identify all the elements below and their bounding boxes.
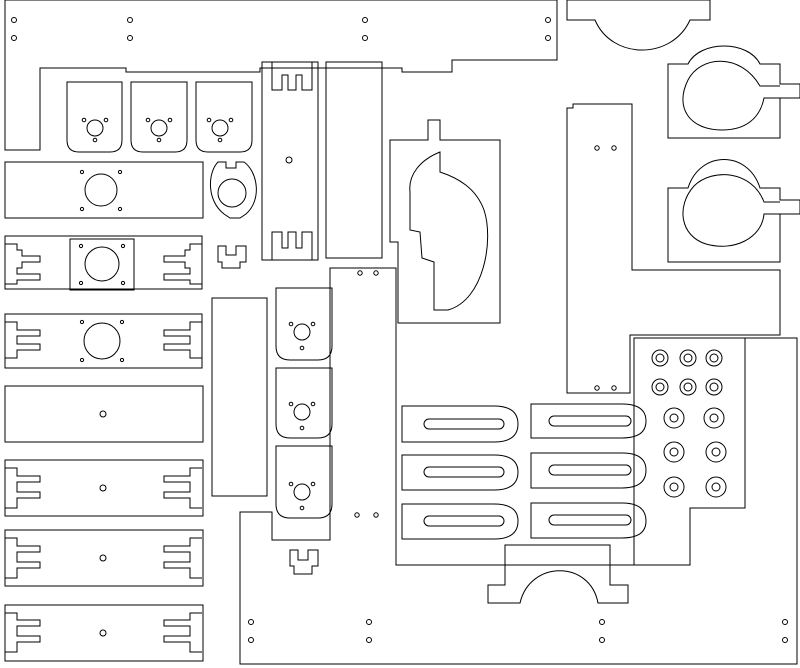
arch-clamp-bottom	[487, 564, 629, 604]
motor-mount-shield	[275, 287, 333, 361]
washer	[705, 378, 723, 396]
vertical-slotted-bracket	[261, 61, 319, 261]
motor-mount-shield	[275, 445, 333, 519]
tabbed-plate	[4, 529, 204, 587]
washer	[705, 349, 723, 367]
motor-plate	[4, 161, 204, 219]
top-main-panel-outline	[4, 0, 558, 151]
tabbed-motor-plate	[4, 313, 203, 369]
plain-plate	[4, 385, 204, 443]
top-panel-hole	[127, 17, 133, 23]
tabbed-plate	[4, 604, 204, 662]
washer	[705, 441, 727, 463]
small-clip-part	[289, 549, 319, 575]
top-panel-hole	[11, 35, 17, 41]
tall-narrow-plate	[211, 297, 268, 497]
motor-mount-shield	[66, 81, 123, 153]
washer	[663, 407, 685, 429]
tabbed-motor-plate	[4, 235, 203, 291]
top-panel-hole	[127, 35, 133, 41]
washer	[663, 476, 685, 498]
slot-plate	[530, 502, 647, 539]
top-panel-hole	[545, 17, 551, 23]
curved-channel-guide	[389, 119, 501, 324]
top-panel-hole	[362, 35, 368, 41]
split-ring-clamp	[667, 45, 800, 139]
top-panel-hole	[11, 17, 17, 23]
top-main-panel	[4, 0, 558, 151]
motor-mount-shield	[275, 367, 333, 439]
washer	[651, 349, 669, 367]
washer	[663, 441, 685, 463]
ring-clamp-small	[209, 161, 257, 219]
motor-mount-shield	[195, 81, 253, 153]
split-ring-clamp	[667, 159, 800, 263]
bottom-main-panel-outline	[239, 267, 798, 665]
washer	[679, 349, 697, 367]
washer	[703, 407, 725, 429]
washer	[679, 378, 697, 396]
washer	[651, 378, 669, 396]
slot-plate	[530, 452, 647, 489]
slot-plate	[530, 403, 647, 439]
l-bracket-plate	[566, 103, 781, 394]
slot-plate	[401, 405, 519, 443]
slot-plate	[401, 503, 519, 540]
small-clip-part	[217, 245, 247, 269]
top-panel-hole	[362, 17, 368, 23]
motor-mount-shield	[130, 81, 188, 153]
slot-plate	[401, 454, 519, 491]
tall-panel-plate	[325, 61, 383, 259]
bottom-main-panel	[239, 267, 798, 665]
tabbed-plate	[4, 459, 204, 517]
washer-panel	[633, 337, 746, 566]
washer	[705, 476, 727, 498]
half-ring-clamp-top	[566, 0, 711, 51]
top-panel-hole	[545, 35, 551, 41]
